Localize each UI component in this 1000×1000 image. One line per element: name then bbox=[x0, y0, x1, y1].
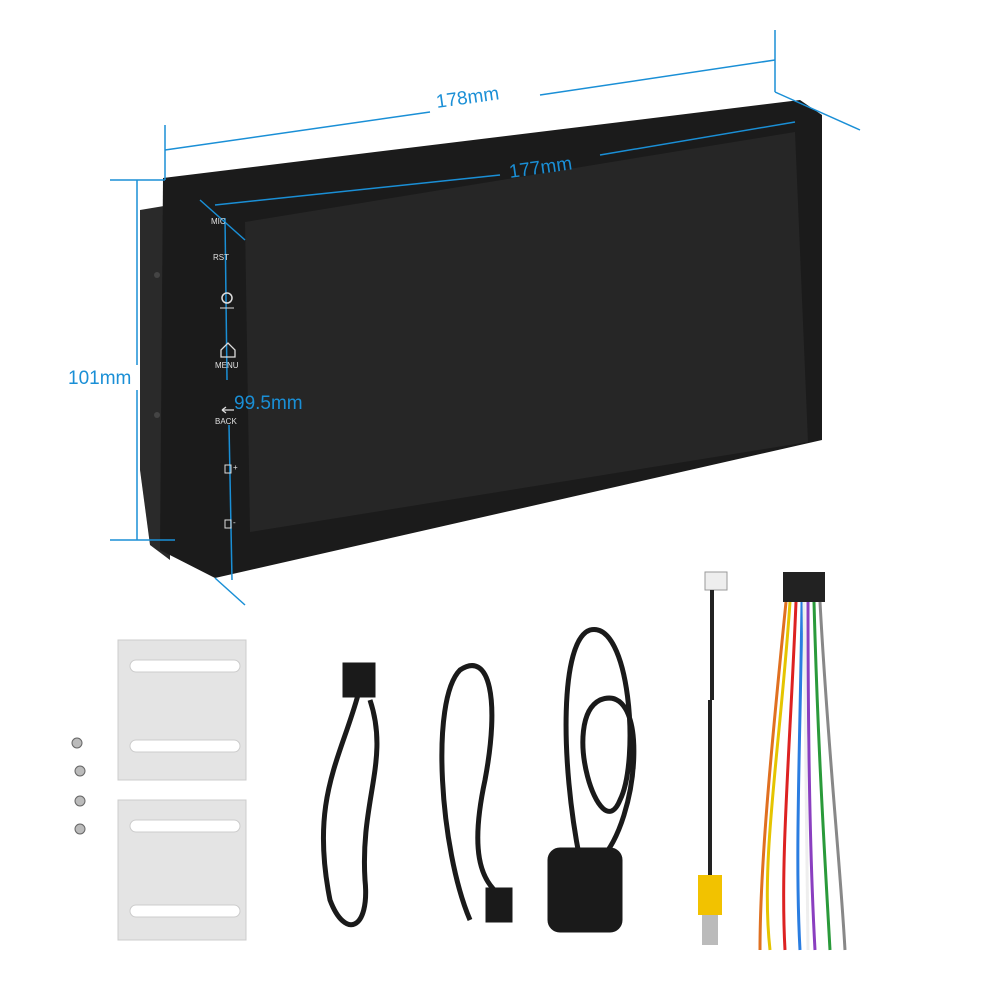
dim-screen-height: 99.5mm bbox=[234, 393, 303, 414]
mounting-brackets bbox=[117, 639, 247, 941]
volume-down-icon[interactable]: - bbox=[224, 518, 236, 529]
back-label: BACK bbox=[215, 417, 237, 426]
svg-text:-: - bbox=[233, 518, 236, 527]
mic-label: MIC bbox=[211, 217, 226, 226]
head-unit bbox=[140, 100, 822, 578]
volume-up-icon[interactable]: + bbox=[224, 463, 238, 474]
screws bbox=[71, 737, 86, 835]
home-icon[interactable] bbox=[220, 342, 236, 358]
gps-antenna bbox=[547, 627, 637, 933]
dim-outer-width: 178mm bbox=[435, 83, 501, 113]
rca-camera-cable bbox=[698, 571, 728, 945]
back-icon[interactable] bbox=[221, 406, 234, 414]
wiring-harness bbox=[758, 572, 847, 951]
dim-outer-height: 101mm bbox=[68, 368, 131, 389]
rst-label: RST bbox=[213, 253, 229, 262]
svg-text:+: + bbox=[233, 463, 238, 472]
usb-cable bbox=[320, 662, 380, 927]
screen bbox=[245, 132, 808, 532]
usb-cable-2 bbox=[439, 663, 513, 923]
dimension-lines bbox=[110, 30, 861, 606]
power-icon[interactable] bbox=[220, 292, 234, 309]
menu-label: MENU bbox=[215, 361, 239, 370]
